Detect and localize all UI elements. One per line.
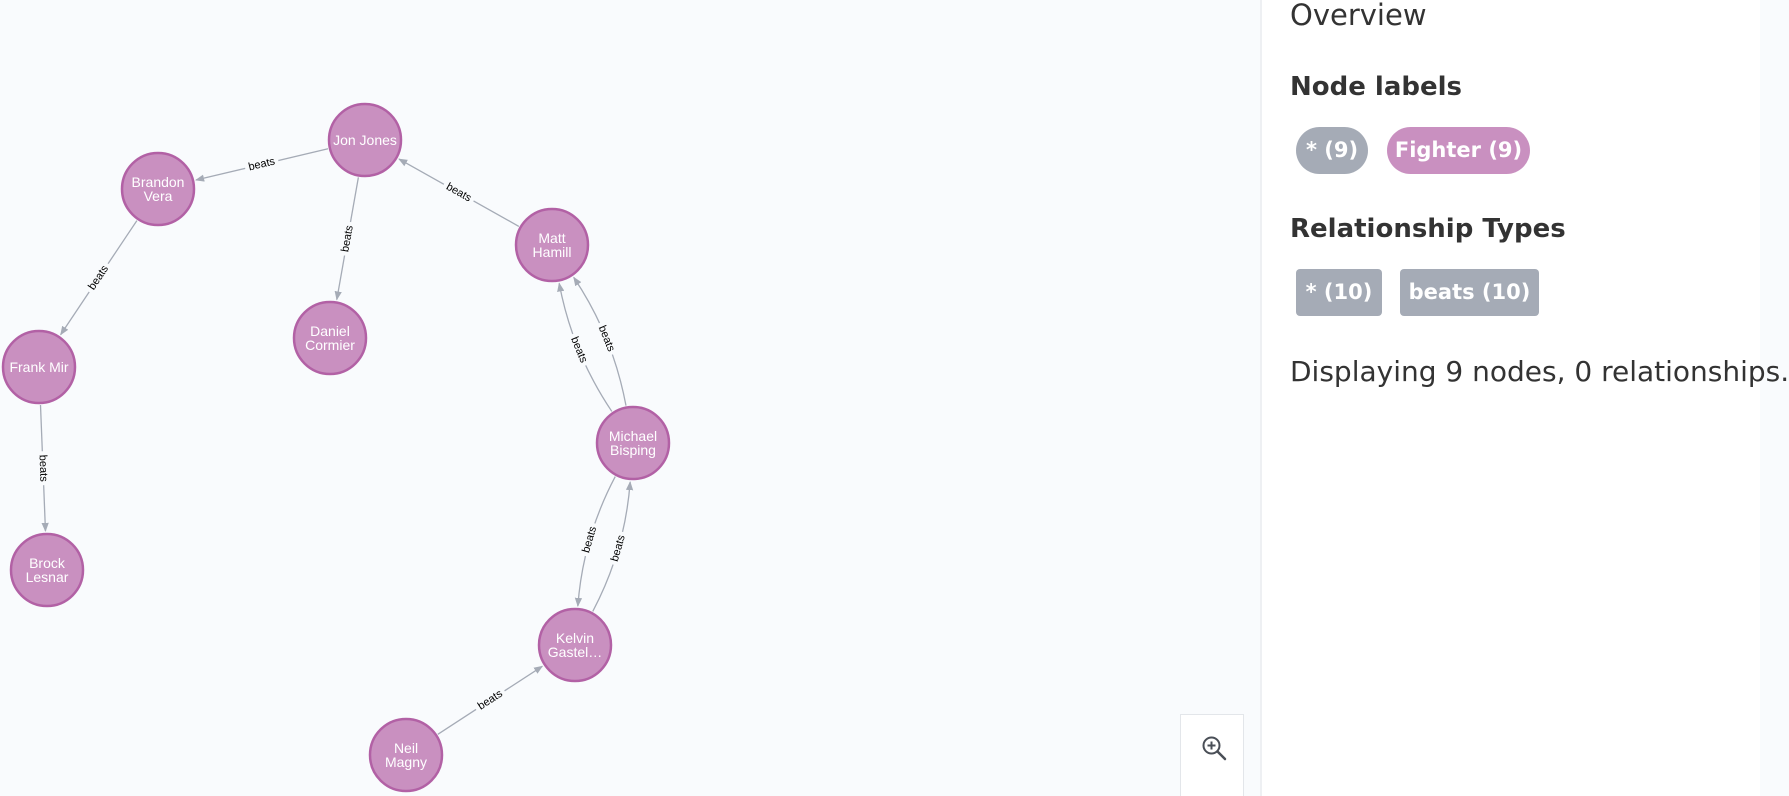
relationship-label-group: beats [593,319,621,357]
node-circle[interactable] [595,405,671,481]
node-label: Kelvin [556,630,594,646]
relationship-label-group: beats [565,331,593,369]
node-circle[interactable] [327,102,403,178]
node-label: Daniel [310,323,350,339]
node-circle[interactable] [292,300,368,376]
node-label: Michael [609,428,657,444]
relationship-label-bg [605,529,630,567]
node-label: Jon Jones [333,132,397,148]
relationship-label-group: beats [577,521,602,558]
node-label: Frank Mir [9,359,68,375]
node-label: Brandon [132,174,185,190]
relationship-label-bg [440,177,478,208]
relationship-label-bg [35,450,52,486]
node-circle[interactable] [537,607,613,683]
node-label: Bisping [610,442,656,458]
node-circle[interactable] [120,151,196,227]
node-label-pill-fighter[interactable]: Fighter (9) [1387,127,1530,174]
relationship-label-group: beats [336,220,358,257]
overview-sidebar: Overview Node labels * (9) Fighter (9) R… [1260,0,1789,796]
relationship-label-group: beats [605,529,630,567]
node-circle[interactable] [1,329,77,405]
node-label: Hamill [533,244,572,260]
relationship-label-group: beats [82,259,114,296]
node-label: Magny [385,754,427,770]
node-label: Gastel… [548,644,602,660]
relationship-label: beats [339,224,356,253]
node-label: Matt [538,230,565,246]
relationship-label: beats [36,455,49,483]
relationship-label-bg [593,319,621,357]
relationship-label-bg [471,684,509,716]
relationship-pill-all[interactable]: * (10) [1296,269,1382,316]
node-label: Lesnar [26,569,69,585]
status-text: Displaying 9 nodes, 0 relationships. [1290,355,1789,388]
relationship-label-bg [243,152,280,176]
zoom-in-button[interactable] [1180,714,1244,796]
node-label: Cormier [305,337,355,353]
node-kelvin[interactable]: KelvinGastel… [537,607,613,683]
relationship-label-bg [565,331,593,369]
relationship-label-group: beats [35,450,52,486]
node-label: Neil [394,740,418,756]
node-circle[interactable] [9,532,85,608]
relationship-label-group: beats [243,152,280,176]
relationship-label-group: beats [440,177,478,208]
node-labels-heading: Node labels [1290,72,1463,102]
node-label: Brock [29,555,66,571]
graph-svg[interactable]: beatsbeatsbeatsbeatsbeatsbeatsbeatsbeats… [0,0,1260,796]
relationship-label-bg [577,521,602,558]
node-jon[interactable]: Jon Jones [327,102,403,178]
relationship-types-heading: Relationship Types [1290,214,1566,244]
relationship-label-bg [336,220,358,257]
relationship-pill-beats[interactable]: beats (10) [1400,269,1539,316]
overview-title: Overview [1290,0,1427,32]
relationship-label-group: beats [471,684,509,716]
node-circle[interactable] [368,717,444,793]
node-label: Vera [144,188,173,204]
node-frank[interactable]: Frank Mir [1,329,77,405]
node-label-pill-all[interactable]: * (9) [1296,127,1368,174]
node-circle[interactable] [514,207,590,283]
relationship-label-bg [82,259,114,296]
